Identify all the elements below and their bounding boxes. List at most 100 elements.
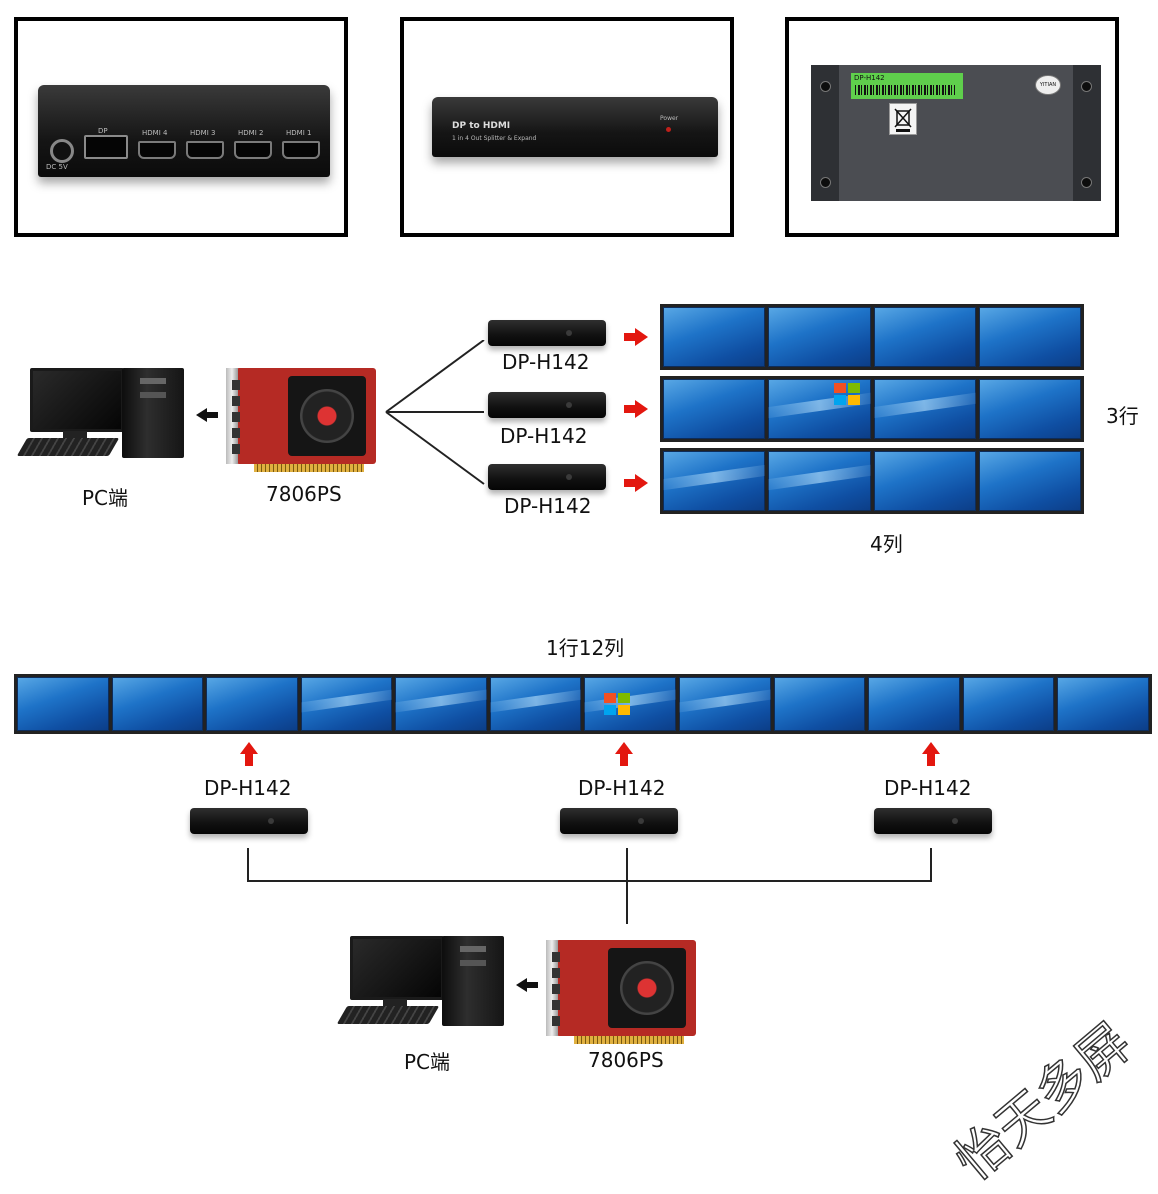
rows-label: 3行 <box>1106 404 1139 428</box>
tower-icon <box>442 936 504 1026</box>
hdmi-port-1 <box>282 141 320 159</box>
cols-label: 4列 <box>870 532 903 556</box>
photo-rear-panel: DC 5V DP HDMI 4 HDMI 3 HDMI 2 HDMI 1 <box>14 17 348 237</box>
power-led-label: Power <box>660 115 679 122</box>
splitter-device <box>488 392 606 418</box>
hdmi-port-3 <box>186 141 224 159</box>
screen-panel <box>17 677 109 731</box>
arrow-right-icon <box>624 474 648 492</box>
splitter-device <box>190 808 308 834</box>
hdmi-port-4-label: HDMI 4 <box>142 129 168 137</box>
connection-line <box>247 848 249 882</box>
screen-panel <box>978 379 1081 439</box>
hdmi-port-2-label: HDMI 2 <box>238 129 264 137</box>
screen-panel <box>111 677 204 731</box>
graphics-card <box>546 940 696 1044</box>
pc-computer <box>336 936 512 1036</box>
fan-icon <box>608 948 686 1028</box>
screen-panel <box>978 307 1081 367</box>
screen-panel <box>873 451 976 511</box>
splitter-rear-view: DC 5V DP HDMI 4 HDMI 3 HDMI 2 HDMI 1 <box>38 85 330 177</box>
hdmi-port-3-label: HDMI 3 <box>190 129 216 137</box>
photo-bottom-view: DP-H142 YITIAN <box>785 17 1119 237</box>
photo-front-panel: DP to HDMI 1 in 4 Out Splitter & Expand … <box>400 17 734 237</box>
graphics-card <box>226 368 376 472</box>
hdmi-port-2 <box>234 141 272 159</box>
screw-icon <box>820 81 831 92</box>
power-led-icon <box>666 127 671 132</box>
tower-icon <box>122 368 184 458</box>
screen-panel <box>395 677 487 731</box>
screen-panel <box>773 677 866 731</box>
arrow-left-icon <box>516 978 538 992</box>
screen-panel <box>679 677 771 731</box>
splitter-device <box>488 464 606 490</box>
connection-line <box>930 848 932 882</box>
screen-panel <box>768 307 871 367</box>
screw-icon <box>1081 81 1092 92</box>
screw-icon <box>820 177 831 188</box>
keyboard-icon <box>16 438 120 456</box>
power-label: DC 5V <box>46 163 68 171</box>
brand-badge: YITIAN <box>1035 75 1061 95</box>
watermark: 怡天多屏 <box>944 1012 1143 1193</box>
arrow-right-icon <box>624 400 648 418</box>
splitter-label: DP-H142 <box>578 776 666 800</box>
arrow-right-icon <box>624 328 648 346</box>
splitter-device <box>560 808 678 834</box>
screen-panel <box>489 677 582 731</box>
connection-line <box>626 848 628 924</box>
splitter-bottom-plate: DP-H142 YITIAN <box>811 65 1101 201</box>
arrow-left-icon <box>196 408 218 422</box>
windows-logo-icon <box>834 383 861 405</box>
product-label: DP-H142 <box>851 73 963 99</box>
splitter-label: DP-H142 <box>204 776 292 800</box>
front-title: DP to HDMI <box>452 121 511 131</box>
video-wall-row-1 <box>660 304 1084 370</box>
screen-panel <box>584 677 677 731</box>
splitter-device <box>488 320 606 346</box>
arrow-up-icon <box>240 742 258 766</box>
splitter-front-view: DP to HDMI 1 in 4 Out Splitter & Expand … <box>432 97 718 157</box>
dp-port-label: DP <box>98 127 108 135</box>
splitter-label: DP-H142 <box>500 424 588 448</box>
video-wall-row-3 <box>660 448 1084 514</box>
fan-icon <box>288 376 366 456</box>
product-label-text: DP-H142 <box>854 74 885 82</box>
card-label: 7806PS <box>266 482 342 506</box>
arrow-up-icon <box>615 742 633 766</box>
splitter-label: DP-H142 <box>884 776 972 800</box>
screen-panel <box>768 451 871 511</box>
screen-panel <box>663 307 766 367</box>
pc-computer <box>16 368 192 468</box>
splitter-label: DP-H142 <box>504 494 592 518</box>
screen-panel <box>663 379 766 439</box>
weee-bin-icon <box>889 103 917 135</box>
screen-panel <box>873 307 976 367</box>
wall-label: 1行12列 <box>546 636 625 660</box>
monitor-icon <box>30 368 124 441</box>
screen-panel <box>1057 677 1149 731</box>
connection-lines <box>385 340 485 485</box>
screen-panel <box>663 451 766 511</box>
screen-panel <box>868 677 960 731</box>
splitter-label: DP-H142 <box>502 350 590 374</box>
barcode <box>855 85 955 95</box>
screw-icon <box>1081 177 1092 188</box>
screen-panel <box>873 379 976 439</box>
front-subtitle: 1 in 4 Out Splitter & Expand <box>452 135 537 142</box>
screen-panel <box>300 677 393 731</box>
monitor-icon <box>350 936 444 1009</box>
windows-logo-icon <box>604 693 631 715</box>
hdmi-port-1-label: HDMI 1 <box>286 129 312 137</box>
screen-panel <box>978 451 1081 511</box>
dp-port <box>84 135 128 159</box>
connection-bus <box>247 880 932 882</box>
screen-panel <box>206 677 298 731</box>
splitter-device <box>874 808 992 834</box>
video-wall-1x12 <box>14 674 1152 734</box>
hdmi-port-4 <box>138 141 176 159</box>
power-port <box>50 139 74 163</box>
card-label: 7806PS <box>588 1048 664 1072</box>
arrow-up-icon <box>922 742 940 766</box>
